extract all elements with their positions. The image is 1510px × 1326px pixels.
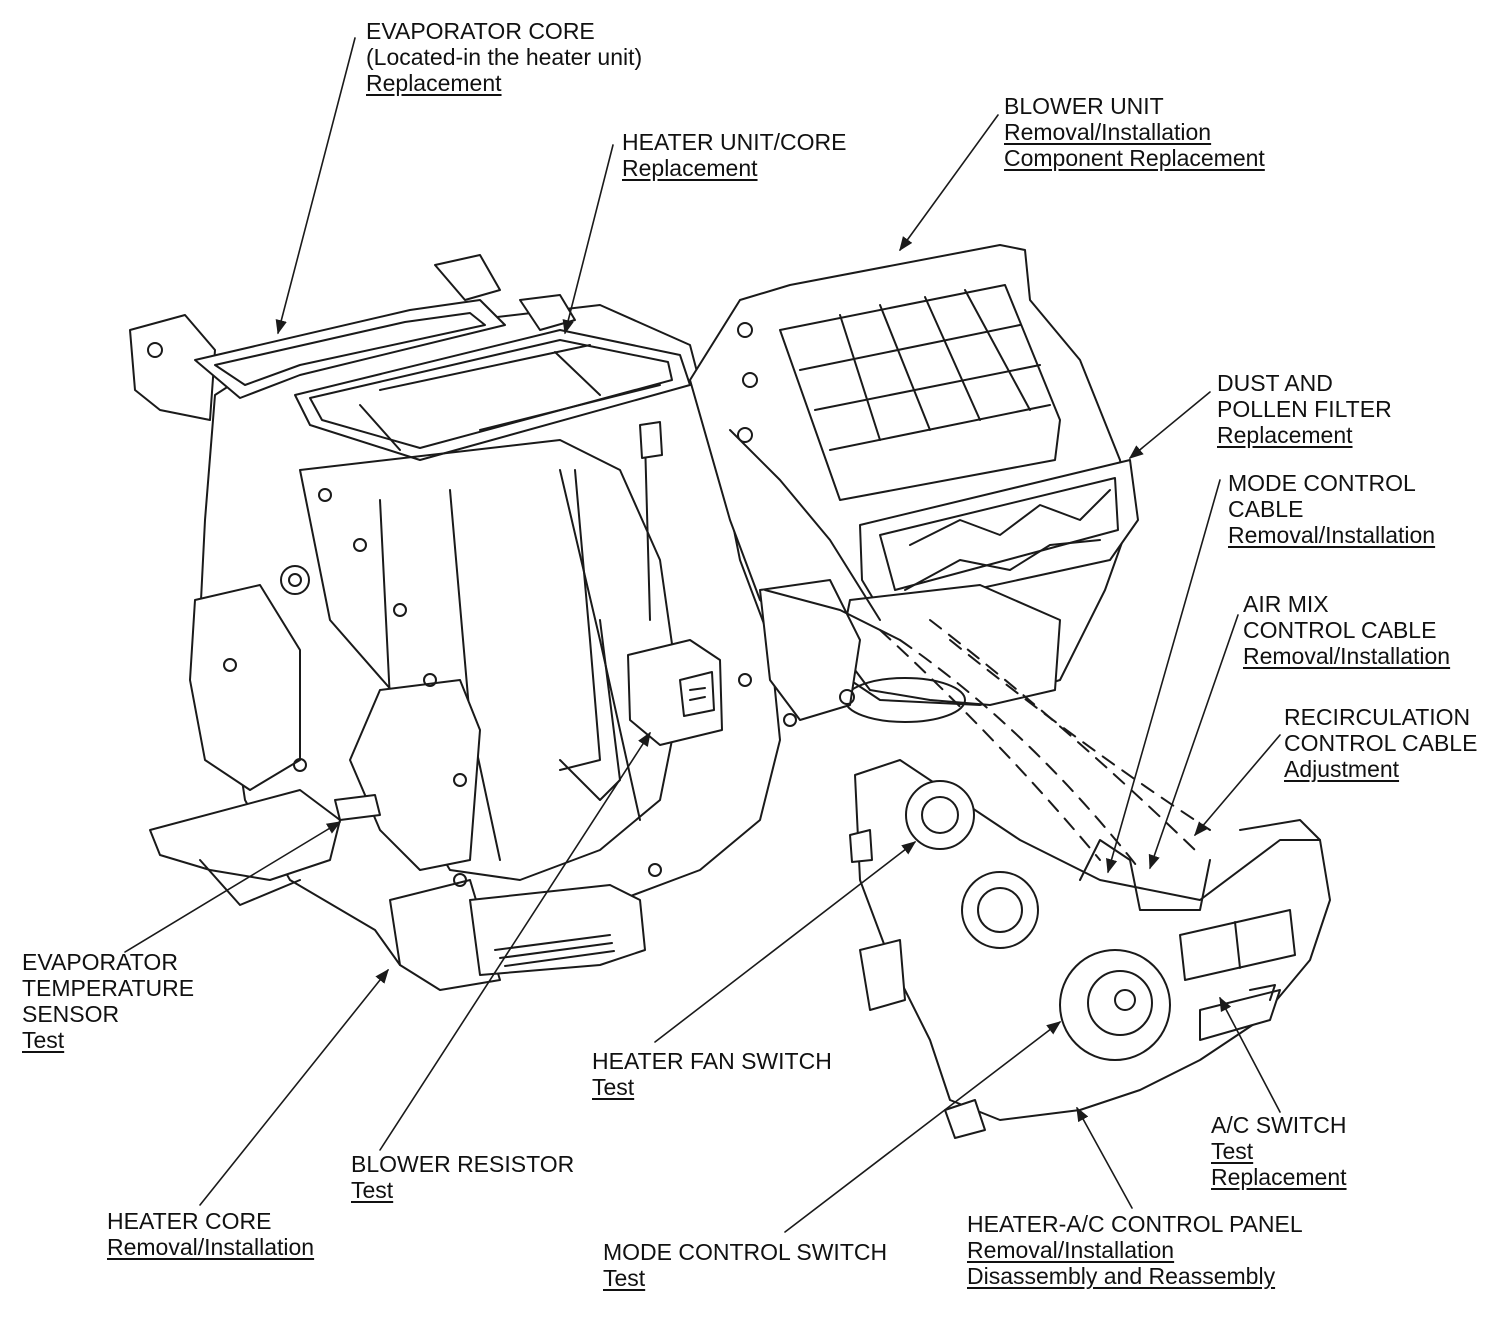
callout-title-line: CONTROL CABLE: [1243, 617, 1437, 643]
control-panel-removal-link[interactable]: Removal/Installation: [967, 1237, 1175, 1263]
callout-blower-unit: BLOWER UNIT Removal/Installation Compone…: [1004, 93, 1265, 171]
leader-blower-resistor: [379, 731, 651, 1151]
callout-evap-sensor: EVAPORATOR TEMPERATURE SENSOR Test: [22, 949, 194, 1053]
recirc-cable-adjustment-link[interactable]: Adjustment: [1284, 756, 1400, 782]
control-panel-illustration: [849, 759, 1331, 1139]
callout-fan-switch: HEATER FAN SWITCH Test: [592, 1048, 832, 1100]
blower-unit-removal-link[interactable]: Removal/Installation: [1004, 119, 1212, 145]
callout-title-line: CABLE: [1228, 496, 1304, 522]
callout-title-line: A/C SWITCH: [1211, 1112, 1347, 1138]
leader-air-mix-cable: [1148, 614, 1239, 870]
leader-mode-cable: [1106, 479, 1221, 874]
leader-evap-sensor: [124, 821, 342, 953]
callout-title-line: HEATER CORE: [107, 1208, 272, 1234]
heater-unit-illustration: [129, 254, 797, 991]
callout-title-line: AIR MIX: [1243, 591, 1329, 617]
callout-title-line: EVAPORATOR: [22, 949, 178, 975]
callout-title-line: BLOWER UNIT: [1004, 93, 1164, 119]
dust-filter-replacement-link[interactable]: Replacement: [1217, 422, 1353, 448]
leader-fan-switch: [654, 841, 917, 1043]
leader-heater-unit: [562, 144, 614, 335]
callout-evaporator-core: EVAPORATOR CORE (Located-in the heater u…: [366, 18, 642, 96]
callout-title-line: HEATER UNIT/CORE: [622, 129, 847, 155]
leader-lines: [124, 37, 1281, 1233]
callout-recirc-cable: RECIRCULATION CONTROL CABLE Adjustment: [1284, 704, 1477, 782]
leader-control-panel: [1076, 1106, 1133, 1209]
leader-dust-filter: [1128, 391, 1211, 459]
callout-title-line: CONTROL CABLE: [1284, 730, 1478, 756]
callout-air-mix-cable: AIR MIX CONTROL CABLE Removal/Installati…: [1243, 591, 1450, 669]
ac-switch-test-link[interactable]: Test: [1211, 1138, 1254, 1164]
callout-title-line: (Located-in the heater unit): [366, 44, 643, 70]
callout-title-line: RECIRCULATION: [1284, 704, 1471, 730]
callout-title-line: HEATER-A/C CONTROL PANEL: [967, 1211, 1303, 1237]
control-cables: [879, 619, 1211, 871]
leader-heater-core: [199, 968, 389, 1206]
ac-switch-replacement-link[interactable]: Replacement: [1211, 1164, 1347, 1190]
callout-heater-unit: HEATER UNIT/CORE Replacement: [622, 129, 846, 181]
callout-title-line: EVAPORATOR CORE: [366, 18, 595, 44]
fan-switch-test-link[interactable]: Test: [592, 1074, 635, 1100]
callout-blower-resistor: BLOWER RESISTOR Test: [351, 1151, 574, 1203]
callout-title-line: MODE CONTROL: [1228, 470, 1416, 496]
leader-evaporator-core: [275, 37, 356, 335]
evap-sensor-test-link[interactable]: Test: [22, 1027, 65, 1053]
leader-blower-unit: [899, 114, 999, 252]
callout-heater-core: HEATER CORE Removal/Installation: [107, 1208, 314, 1260]
mode-switch-test-link[interactable]: Test: [603, 1265, 646, 1291]
mode-cable-removal-link[interactable]: Removal/Installation: [1228, 522, 1436, 548]
blower-resistor-test-link[interactable]: Test: [351, 1177, 394, 1203]
callout-title-line: MODE CONTROL SWITCH: [603, 1239, 888, 1265]
callout-title-line: POLLEN FILTER: [1217, 396, 1392, 422]
leader-ac-switch: [1219, 996, 1281, 1113]
leader-recirc-cable: [1194, 734, 1281, 837]
leader-mode-switch: [784, 1021, 1062, 1233]
callout-mode-cable: MODE CONTROL CABLE Removal/Installation: [1228, 470, 1435, 548]
callout-title-line: HEATER FAN SWITCH: [592, 1048, 832, 1074]
callout-title-line: BLOWER RESISTOR: [351, 1151, 575, 1177]
callout-title-line: SENSOR: [22, 1001, 120, 1027]
control-panel-disassembly-link[interactable]: Disassembly and Reassembly: [967, 1263, 1276, 1289]
callout-ac-switch: A/C SWITCH Test Replacement: [1211, 1112, 1347, 1190]
callout-control-panel: HEATER-A/C CONTROL PANEL Removal/Install…: [967, 1211, 1303, 1289]
air-mix-cable-removal-link[interactable]: Removal/Installation: [1243, 643, 1451, 669]
blower-unit-illustration: [689, 244, 1139, 723]
blower-unit-component-link[interactable]: Component Replacement: [1004, 145, 1265, 171]
heater-unit-replacement-link[interactable]: Replacement: [622, 155, 758, 181]
callout-dust-filter: DUST AND POLLEN FILTER Replacement: [1217, 370, 1392, 448]
callout-title-line: TEMPERATURE: [22, 975, 195, 1001]
evaporator-core-replacement-link[interactable]: Replacement: [366, 70, 502, 96]
callout-title-line: DUST AND: [1217, 370, 1333, 396]
heater-core-removal-link[interactable]: Removal/Installation: [107, 1234, 315, 1260]
callout-mode-switch: MODE CONTROL SWITCH Test: [603, 1239, 887, 1291]
